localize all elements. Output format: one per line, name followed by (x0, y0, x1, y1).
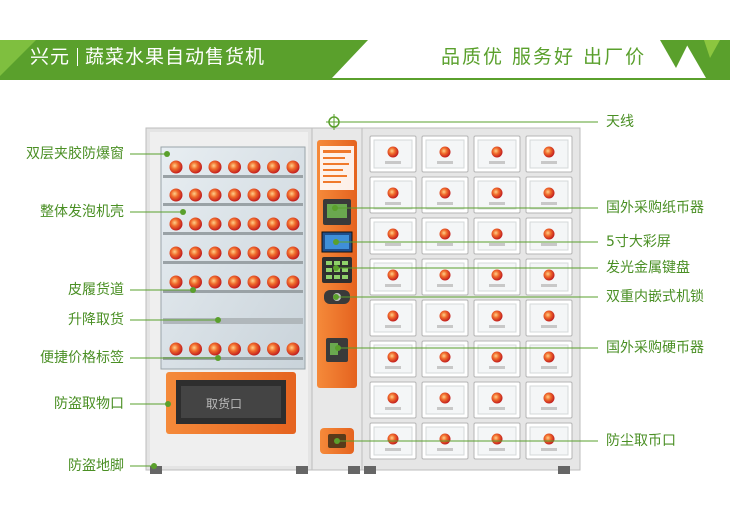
label-metal-keypad: 发光金属键盘 (606, 260, 690, 276)
label-coin-acceptor: 国外采购硬币器 (606, 340, 704, 356)
banner-shape (0, 40, 368, 78)
slogan: 品质优 服务好 出厂价 (441, 46, 647, 68)
label-belt-channel: 皮履货道 (68, 282, 124, 298)
page-title: 蔬菜水果自动售货机 (85, 46, 266, 68)
label-bill-acceptor: 国外采购纸币器 (606, 200, 704, 216)
label-color-screen: 5寸大彩屏 (606, 234, 671, 250)
label-coin-return: 防尘取币口 (606, 433, 676, 449)
label-lift-pickup: 升降取货 (68, 312, 124, 328)
locker-grid (369, 135, 573, 460)
header-banner: 兴元蔬菜水果自动售货机 (0, 0, 368, 80)
banner-chevron-icon (660, 40, 730, 78)
label-anti-theft-feet: 防盗地脚 (68, 458, 124, 474)
brand-name: 兴元 (30, 46, 71, 68)
label-price-tag: 便捷价格标签 (40, 350, 124, 366)
label-laminated-window: 双层夹胶防爆窗 (26, 146, 124, 162)
label-antenna: 天线 (606, 114, 634, 130)
product-shelves (163, 160, 303, 360)
label-anti-theft-port: 防盗取物口 (54, 396, 124, 412)
label-foamed-shell: 整体发泡机壳 (40, 204, 124, 220)
brand-title: 兴元蔬菜水果自动售货机 (30, 42, 265, 69)
label-dual-lock: 双重内嵌式机锁 (606, 289, 704, 305)
banner-rule (0, 78, 730, 80)
pickup-port-label: 取货口 (206, 397, 243, 411)
